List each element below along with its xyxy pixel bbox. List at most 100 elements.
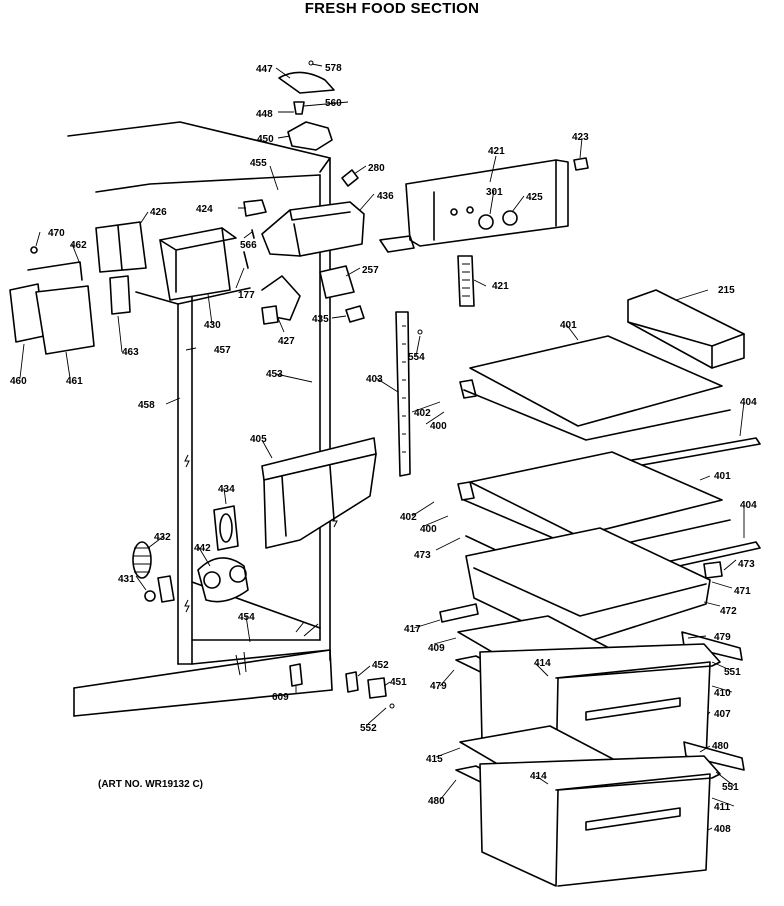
callout-578: 578 — [325, 63, 342, 74]
callout-470: 470 — [48, 228, 65, 239]
callout-457: 457 — [214, 345, 231, 356]
part-480-rail-right — [683, 741, 745, 771]
fan-damper-assembly — [9, 221, 251, 355]
part-432-filter — [132, 541, 152, 579]
callout-408: 408 — [714, 824, 731, 835]
callout-424: 424 — [196, 204, 213, 215]
part-470-screw — [30, 246, 38, 254]
callout-401: 401 — [560, 320, 577, 331]
callout-401: 401 — [714, 471, 731, 482]
part-471-slide — [703, 561, 723, 579]
callout-409: 409 — [428, 643, 445, 654]
part-430-damper — [159, 227, 231, 301]
callout-434: 434 — [218, 484, 235, 495]
part-401-shelf-glass-lower — [469, 451, 723, 537]
callout-425: 425 — [526, 192, 543, 203]
part-479-rail-right — [681, 631, 743, 661]
callout-404: 404 — [740, 397, 757, 408]
leader-lines — [19, 63, 745, 831]
callout-301: 301 — [486, 187, 503, 198]
part-408-drawer-lower — [479, 755, 721, 887]
part-427-harness — [261, 305, 279, 325]
callout-423: 423 — [572, 132, 589, 143]
callout-551: 551 — [724, 667, 741, 678]
part-554-screw — [417, 329, 423, 335]
part-451-hinge — [367, 677, 387, 699]
callout-402: 402 — [400, 512, 417, 523]
callout-414: 414 — [534, 658, 551, 669]
callout-417: 417 — [404, 624, 421, 635]
callout-442: 442 — [194, 543, 211, 554]
part-434-seal — [213, 505, 239, 551]
callout-427: 427 — [278, 336, 295, 347]
part-424-light-socket — [243, 199, 267, 217]
bins-and-shelves — [439, 289, 761, 887]
part-463-bracket — [109, 275, 131, 315]
callout-447: 447 — [256, 64, 273, 75]
callout-421: 421 — [492, 281, 509, 292]
callout-554: 554 — [408, 352, 425, 363]
top-controls-group — [243, 60, 365, 269]
callout-455: 455 — [250, 158, 267, 169]
part-426-duct — [95, 221, 147, 273]
misc-parts — [261, 265, 423, 477]
part-423-lamp — [573, 157, 589, 171]
part-452-bracket — [345, 671, 359, 693]
part-578-screw — [308, 60, 314, 66]
callout-448: 448 — [256, 109, 273, 120]
callout-479: 479 — [714, 632, 731, 643]
part-425-knob — [502, 210, 518, 226]
callout-480: 480 — [428, 796, 445, 807]
callout-480: 480 — [712, 741, 729, 752]
callout-402: 402 — [414, 408, 431, 419]
callout-460: 460 — [10, 376, 27, 387]
callout-215: 215 — [718, 285, 735, 296]
part-552-screw — [389, 703, 395, 709]
duct-assembly — [132, 437, 377, 603]
part-421-panel — [405, 159, 569, 247]
callout-411: 411 — [714, 802, 731, 813]
callout-552: 552 — [360, 723, 377, 734]
callout-435: 435 — [312, 314, 329, 325]
callout-566: 566 — [240, 240, 257, 251]
part-431-cap — [144, 590, 156, 602]
callout-421: 421 — [488, 146, 505, 157]
callout-410: 410 — [714, 688, 731, 699]
part-403-rail — [395, 311, 411, 477]
callout-177: 177 — [238, 290, 255, 301]
part-461-cover — [35, 285, 95, 355]
art-number: (ART NO. WR19132 C) — [98, 779, 204, 790]
callout-404: 404 — [740, 500, 757, 511]
callout-414: 414 — [530, 771, 547, 782]
part-448-thermostat — [287, 121, 333, 151]
part-401-shelf-glass-upper — [469, 335, 723, 427]
callout-471: 471 — [734, 586, 751, 597]
callout-472: 472 — [720, 606, 737, 617]
part-472-pan — [465, 527, 711, 647]
part-402-support-upper — [459, 379, 477, 399]
control-panel — [379, 157, 589, 307]
callout-609: 609 — [272, 692, 289, 703]
callout-453: 453 — [266, 369, 283, 380]
callout-461: 461 — [66, 376, 83, 387]
part-560-screw — [293, 101, 305, 115]
callout-452: 452 — [372, 660, 389, 671]
callout-400: 400 — [430, 421, 447, 432]
callout-415: 415 — [426, 754, 443, 765]
callout-430: 430 — [204, 320, 221, 331]
part-417-bracket — [439, 603, 479, 623]
part-280-clip — [341, 169, 359, 187]
diagram-title: FRESH FOOD SECTION — [304, 0, 480, 17]
callout-400: 400 — [420, 524, 437, 535]
callout-431: 431 — [118, 574, 135, 585]
callout-479: 479 — [430, 681, 447, 692]
callout-551: 551 — [722, 782, 739, 793]
part-402-support-lower — [457, 481, 475, 501]
part-435-plug — [345, 305, 365, 323]
part-421-light-shield — [457, 255, 475, 307]
part-436-housing — [261, 201, 365, 257]
callout-462: 462 — [70, 240, 87, 251]
callout-403: 403 — [366, 374, 383, 385]
callout-426: 426 — [150, 207, 167, 218]
